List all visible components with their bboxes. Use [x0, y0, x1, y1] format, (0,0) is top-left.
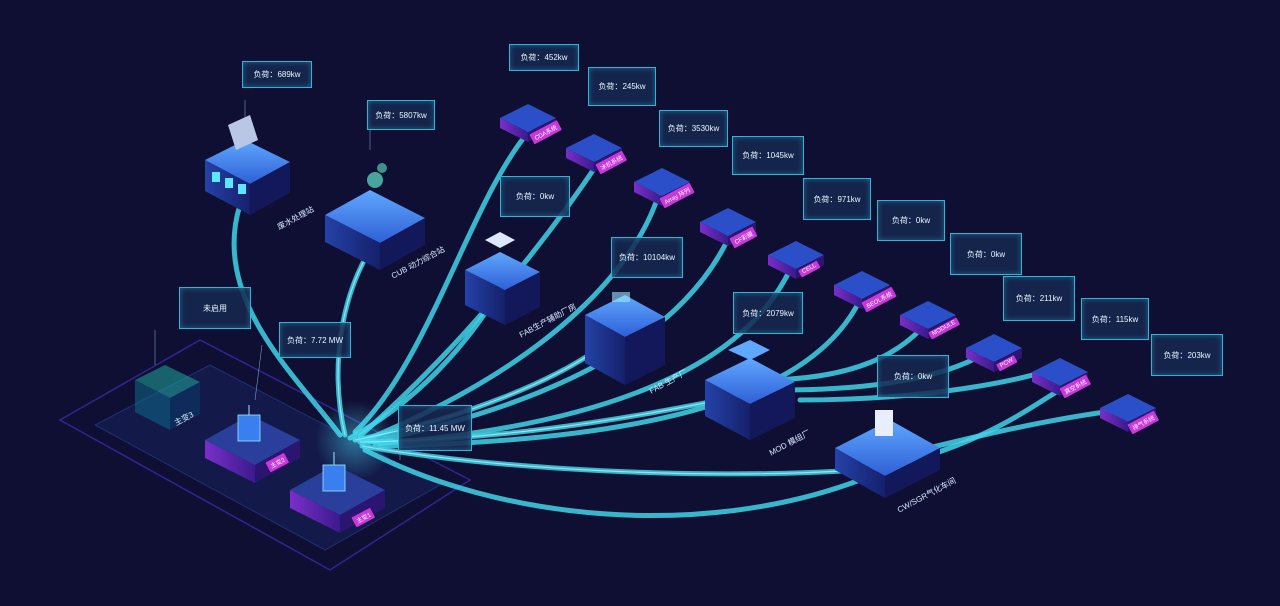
- building-cub[interactable]: [325, 163, 425, 270]
- load-prefix: 负荷：: [742, 308, 767, 318]
- load-prefix: 负荷：: [618, 253, 643, 262]
- callout-leaders: [154, 100, 401, 460]
- load-prefix: 负荷：: [375, 110, 400, 120]
- load-value: 971kw: [837, 194, 861, 204]
- load-prefix: 负荷：: [520, 53, 545, 62]
- load-panel-main2: 负荷：7.72 MW: [279, 322, 351, 358]
- load-panel-chiller: 负荷：245kw: [588, 67, 656, 106]
- load-value: 0kw: [917, 372, 933, 381]
- load-panel-pcw: 负荷：211kw: [1003, 276, 1075, 321]
- load-prefix: 负荷：: [1163, 350, 1188, 360]
- status-text: 未启用: [203, 303, 227, 313]
- building-mod[interactable]: [705, 340, 795, 440]
- load-panel-cda: 负荷：452kw: [509, 44, 579, 71]
- building-wastewater[interactable]: [205, 115, 290, 215]
- load-prefix: 负荷：: [405, 423, 430, 433]
- load-prefix: 负荷：: [253, 70, 278, 79]
- load-prefix: 负荷：: [598, 82, 623, 91]
- load-panel-main1: 负荷：11.45 MW: [398, 405, 472, 451]
- load-prefix: 负荷：: [286, 335, 311, 345]
- load-prefix: 负荷：: [1091, 314, 1116, 324]
- main-transformer-3[interactable]: [135, 365, 200, 430]
- load-value: 115kw: [1115, 314, 1139, 324]
- building-fab[interactable]: [585, 292, 665, 385]
- load-value: 2079kw: [766, 308, 794, 318]
- load-panel-mod: 负荷：2079kw: [733, 292, 803, 334]
- load-panel-beol: 负荷：0kw: [877, 200, 945, 241]
- load-prefix: 负荷：: [966, 249, 991, 259]
- junction-glow: [315, 400, 395, 480]
- load-value: 1045kw: [766, 151, 794, 160]
- load-value: 11.45 MW: [429, 423, 465, 433]
- load-prefix: 负荷：: [742, 151, 767, 160]
- load-value: 203kw: [1187, 350, 1211, 360]
- load-prefix: 负荷：: [1015, 294, 1040, 303]
- pod-pcw[interactable]: [966, 334, 1022, 372]
- load-prefix: 负荷：: [667, 124, 692, 133]
- load-prefix: 负荷：: [891, 216, 916, 225]
- status-panel-main3: 未启用: [179, 287, 251, 329]
- load-panel-fab: 负荷：10104kw: [611, 237, 683, 278]
- load-panel-exhaust: 负荷：203kw: [1151, 334, 1223, 376]
- load-value: 0kw: [539, 192, 555, 201]
- load-panel-cell: 负荷：971kw: [803, 178, 871, 220]
- load-prefix: 负荷：: [813, 194, 838, 204]
- load-panel-cw-sgr: 负荷：0kw: [877, 355, 949, 398]
- load-value: 211kw: [1039, 294, 1063, 303]
- load-value: 452kw: [544, 53, 568, 62]
- load-panel-vacuum: 负荷：115kw: [1081, 298, 1149, 340]
- load-panel-module: 负荷：0kw: [950, 233, 1022, 275]
- load-value: 5807kw: [399, 110, 427, 120]
- system-pods: [500, 104, 1156, 432]
- load-prefix: 负荷：: [893, 372, 918, 381]
- load-prefix: 负荷：: [515, 192, 540, 201]
- load-panel-fab-aux: 负荷：0kw: [500, 176, 570, 217]
- building-fab-aux[interactable]: [465, 232, 540, 325]
- load-value: 0kw: [915, 216, 931, 225]
- load-value: 245kw: [622, 82, 646, 91]
- load-value: 3530kw: [691, 124, 720, 133]
- building-cw-sgr[interactable]: [835, 410, 940, 498]
- load-panel-array: 负荷：3530kw: [659, 110, 728, 147]
- load-value: 0kw: [990, 249, 1006, 259]
- load-panel-wastewater: 负荷：689kw: [242, 61, 312, 88]
- load-value: 10104kw: [642, 253, 676, 262]
- load-panel-cf: 负荷：1045kw: [732, 136, 804, 175]
- load-value: 689kw: [277, 70, 301, 79]
- load-panel-cub: 负荷：5807kw: [367, 100, 435, 130]
- load-value: 7.72 MW: [310, 335, 343, 345]
